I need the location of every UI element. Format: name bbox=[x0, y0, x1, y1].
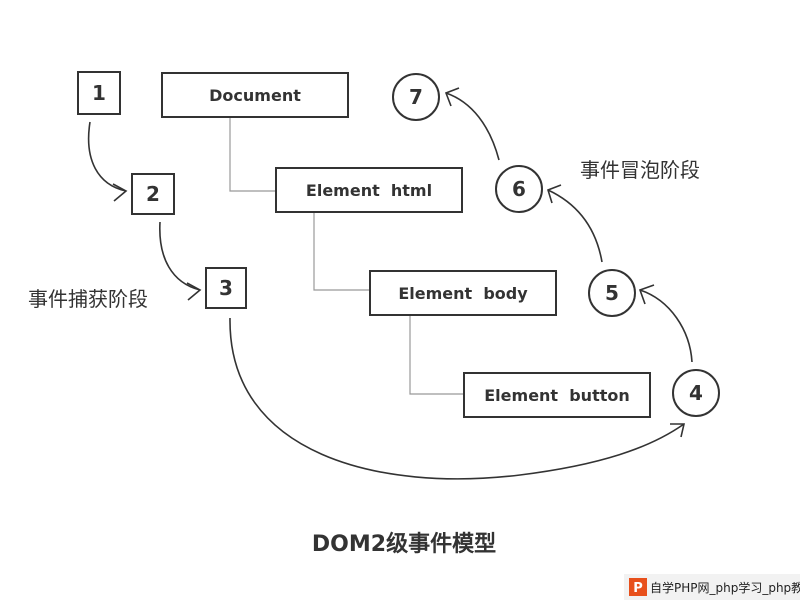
site-watermark: P 自学PHP网_php学习_php教 bbox=[624, 574, 800, 600]
watermark-logo-letter: P bbox=[633, 581, 643, 596]
capture-step-2-number: 2 bbox=[146, 182, 160, 206]
arrowhead-4 bbox=[670, 423, 686, 438]
node-element-html-label: Element html bbox=[306, 181, 432, 200]
diagram-caption: DOM2级事件模型 bbox=[312, 531, 496, 557]
bubble-step-6-number: 6 bbox=[512, 177, 526, 201]
watermark-text: 自学PHP网_php学习_php教 bbox=[650, 580, 800, 595]
node-element-body: Element body bbox=[369, 270, 557, 316]
connector-body-button bbox=[409, 315, 464, 395]
capture-step-3: 3 bbox=[205, 267, 247, 309]
bubble-step-4: 4 bbox=[672, 369, 720, 417]
tree-connectors bbox=[229, 117, 464, 395]
arrowhead-5 bbox=[638, 284, 655, 305]
arrow-2-to-3 bbox=[159, 221, 201, 291]
node-element-button: Element button bbox=[463, 372, 651, 418]
capture-step-2: 2 bbox=[131, 173, 175, 215]
arrow-4-to-5 bbox=[639, 289, 693, 363]
flow-arrows bbox=[87, 87, 693, 480]
arrowhead-6 bbox=[547, 184, 562, 204]
bubble-phase-label: 事件冒泡阶段 bbox=[580, 158, 700, 182]
bubble-step-6: 6 bbox=[495, 165, 543, 213]
watermark-logo-icon bbox=[629, 578, 647, 596]
capture-phase-label: 事件捕获阶段 bbox=[28, 287, 148, 311]
node-element-html: Element html bbox=[275, 167, 463, 213]
arrow-6-to-7 bbox=[445, 92, 500, 161]
bubble-step-7: 7 bbox=[392, 73, 440, 121]
connector-document-html bbox=[229, 117, 276, 192]
capture-step-1-number: 1 bbox=[92, 81, 106, 105]
capture-step-3-number: 3 bbox=[219, 276, 233, 300]
node-document: Document bbox=[161, 72, 349, 118]
arrowhead-7 bbox=[444, 87, 460, 107]
bubble-step-7-number: 7 bbox=[409, 85, 423, 109]
bubble-step-4-number: 4 bbox=[689, 381, 703, 405]
node-document-label: Document bbox=[209, 86, 301, 105]
arrow-3-to-4 bbox=[229, 317, 685, 480]
connector-html-body bbox=[313, 212, 370, 291]
arrow-1-to-2 bbox=[87, 121, 127, 192]
node-element-body-label: Element body bbox=[398, 284, 528, 303]
bubble-step-5-number: 5 bbox=[605, 281, 619, 305]
capture-step-1: 1 bbox=[77, 71, 121, 115]
arrowhead-3 bbox=[186, 282, 202, 301]
arrowhead-2 bbox=[112, 183, 128, 202]
arrow-5-to-6 bbox=[547, 189, 603, 263]
node-element-button-label: Element button bbox=[484, 386, 630, 405]
bubble-step-5: 5 bbox=[588, 269, 636, 317]
